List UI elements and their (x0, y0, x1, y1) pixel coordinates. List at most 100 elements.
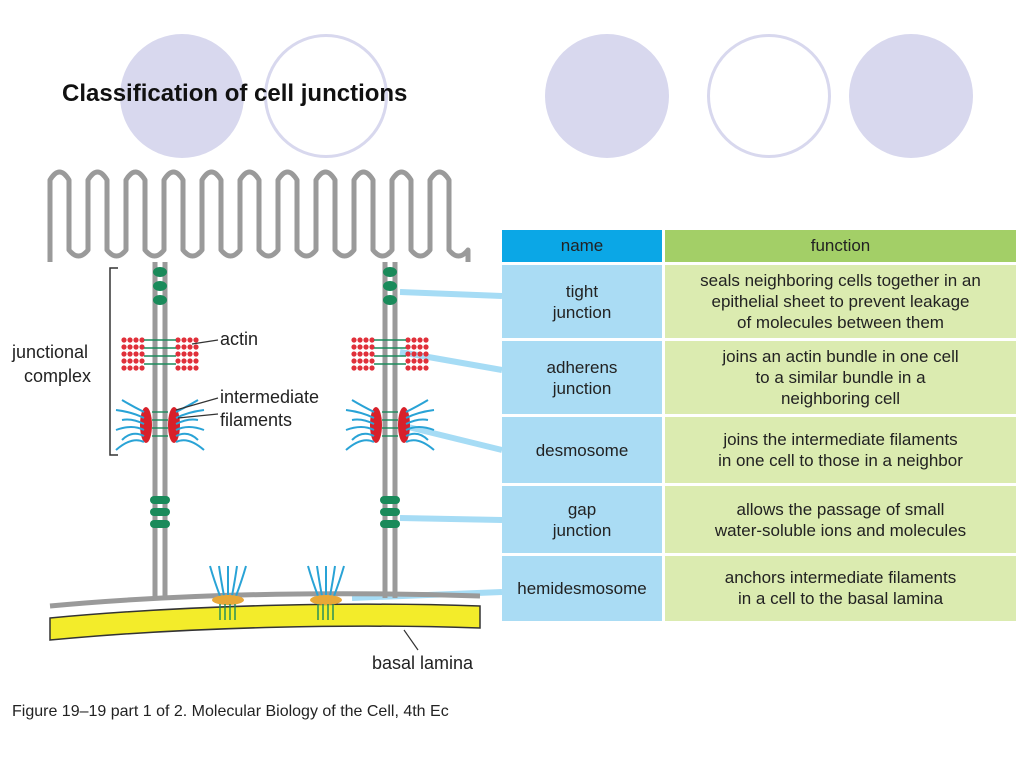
intermediate-filament (405, 439, 435, 451)
intermediate-filament (121, 418, 145, 425)
filaments-leader-line-1 (175, 397, 219, 411)
actin-dot (127, 351, 133, 357)
actin-dot (369, 351, 375, 357)
junctional-complex-label-line1: junctional (11, 342, 88, 362)
gap-junction-channel (380, 508, 400, 516)
actin-dot (369, 344, 375, 350)
actin-dot (351, 337, 357, 343)
intermediate-filament (121, 399, 145, 413)
actin-dot (357, 365, 363, 371)
table-row: tight junction seals neighboring cells t… (502, 262, 1016, 340)
actin-dot (405, 358, 411, 364)
intermediate-filament (345, 409, 375, 419)
junction-name-cell: desmosome (502, 414, 665, 485)
desmosome-plaque (398, 407, 410, 443)
intermediate-filament (351, 418, 375, 425)
hemidesmosome-filament (209, 565, 221, 597)
actin-dot (181, 337, 187, 343)
table-header-row: name function (502, 230, 1016, 264)
slide-title: Classification of cell junctions (62, 80, 408, 107)
intermediate-filament (405, 399, 429, 413)
intermediate-filament (115, 409, 145, 419)
actin-dot (187, 358, 193, 364)
intermediate-filament (345, 426, 375, 431)
intermediate-filament (405, 409, 435, 419)
cell-membranes (152, 262, 398, 598)
junction-function-cell: allows the passage of small water-solubl… (663, 483, 1016, 555)
table-row: adherens junction joins an actin bundle … (502, 338, 1016, 416)
intermediate-filaments-label-line2: filaments (220, 410, 292, 430)
actin-dot (187, 337, 193, 343)
intermediate-filament (405, 426, 435, 431)
desmosomes (115, 399, 435, 451)
actin-dot (357, 344, 363, 350)
actin-dot (417, 358, 423, 364)
decorative-circle-1 (120, 34, 244, 158)
junction-function-cell: anchors intermediate filaments in a cell… (663, 553, 1016, 621)
actin-dot (369, 358, 375, 364)
actin-dot (417, 351, 423, 357)
hemidesmosomes (209, 565, 345, 620)
intermediate-filament (175, 432, 199, 441)
tight-junction-bead (153, 267, 167, 277)
actin-dot (133, 358, 139, 364)
hemidesmosome-plaque (310, 595, 342, 605)
tight-junction-bead (153, 295, 167, 305)
actin-dot (127, 358, 133, 364)
pointer-line (399, 289, 503, 299)
actin-dot (363, 351, 369, 357)
actin-dot (175, 344, 181, 350)
hemidesmosome-plaque (212, 595, 244, 605)
actin-dot (357, 337, 363, 343)
hemidesmosome-filament (333, 565, 345, 597)
decorative-circle-5 (849, 34, 973, 158)
actin-dot (423, 358, 429, 364)
actin-dot (193, 351, 199, 357)
actin-dot (405, 344, 411, 350)
actin-dot (193, 365, 199, 371)
actin-dot (417, 344, 423, 350)
junctional-complex-label-line2: complex (24, 366, 91, 386)
actin-dot (193, 344, 199, 350)
function-column-header: function (663, 230, 1016, 264)
actin-dot (187, 351, 193, 357)
actin-label: actin (220, 329, 258, 349)
actin-dot (423, 351, 429, 357)
desmosome-plaque (370, 407, 382, 443)
intermediate-filament (175, 426, 205, 431)
gap-junctions (150, 496, 400, 528)
actin-dot (411, 358, 417, 364)
actin-dot (181, 344, 187, 350)
actin-dot (121, 337, 127, 343)
hemidesmosome-filament (329, 565, 336, 597)
gap-junction-channel (150, 520, 170, 528)
junction-function-cell: joins an actin bundle in one cell to a s… (663, 338, 1016, 416)
desmosome-plaque (168, 407, 180, 443)
actin-dot (139, 344, 145, 350)
table-row: hemidesmosome anchors intermediate filam… (502, 553, 1016, 621)
actin-leader-line (191, 339, 219, 345)
actin-dot (351, 358, 357, 364)
junction-name-cell: hemidesmosome (502, 553, 665, 621)
intermediate-filament (121, 432, 145, 441)
junction-name-cell: tight junction (502, 262, 665, 340)
pointer-line (399, 515, 503, 523)
actin-dot (357, 351, 363, 357)
actin-dot (121, 358, 127, 364)
hemidesmosome-filament (218, 565, 225, 597)
actin-dot (127, 344, 133, 350)
junction-name-cell: gap junction (502, 483, 665, 555)
desmosome-plaque (140, 407, 152, 443)
actin-dot (411, 344, 417, 350)
junction-function-cell: joins the intermediate filaments in one … (663, 414, 1016, 485)
intermediate-filament (115, 426, 145, 431)
tight-junction-bead (153, 281, 167, 291)
actin-dot (405, 351, 411, 357)
actin-dot (139, 358, 145, 364)
actin-dot (405, 337, 411, 343)
basal-membrane (49, 591, 481, 609)
actin-dot (187, 365, 193, 371)
pointer-line (399, 422, 503, 453)
intermediate-filament (175, 399, 199, 413)
